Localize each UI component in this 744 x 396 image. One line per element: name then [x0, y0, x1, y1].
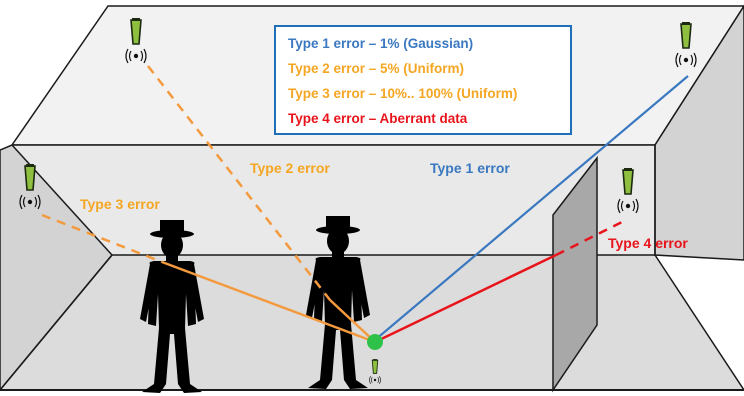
label-type1-error: Type 1 error — [430, 160, 510, 176]
legend-type2: Type 2 error – 5% (Uniform) — [288, 61, 465, 76]
type2-error-path-dashed — [147, 65, 331, 301]
type2-error-path-solid — [329, 299, 376, 343]
type4-error-path-dashed — [555, 220, 623, 257]
label-type2-error: Type 2 error — [250, 160, 330, 176]
error-legend: Type 1 error – 1% (Gaussian) Type 2 erro… — [274, 25, 572, 135]
legend-type3: Type 3 error – 10%.. 100% (Uniform) — [288, 86, 518, 101]
legend-type4: Type 4 error – Aberrant data — [288, 111, 468, 126]
tag-node-icon — [367, 334, 383, 385]
left-wall — [0, 144, 113, 392]
legend-type1: Type 1 error – 1% (Gaussian) — [288, 36, 474, 51]
type4-error-path-solid — [374, 253, 557, 344]
type1-error-path — [374, 75, 689, 341]
floor — [0, 255, 744, 390]
obstacle-panel — [552, 155, 598, 393]
type3-error-path-dashed — [41, 213, 163, 264]
label-type3-error: Type 3 error — [80, 196, 160, 212]
type3-error-path-solid — [161, 260, 376, 344]
label-type4-error: Type 4 error — [608, 235, 688, 251]
